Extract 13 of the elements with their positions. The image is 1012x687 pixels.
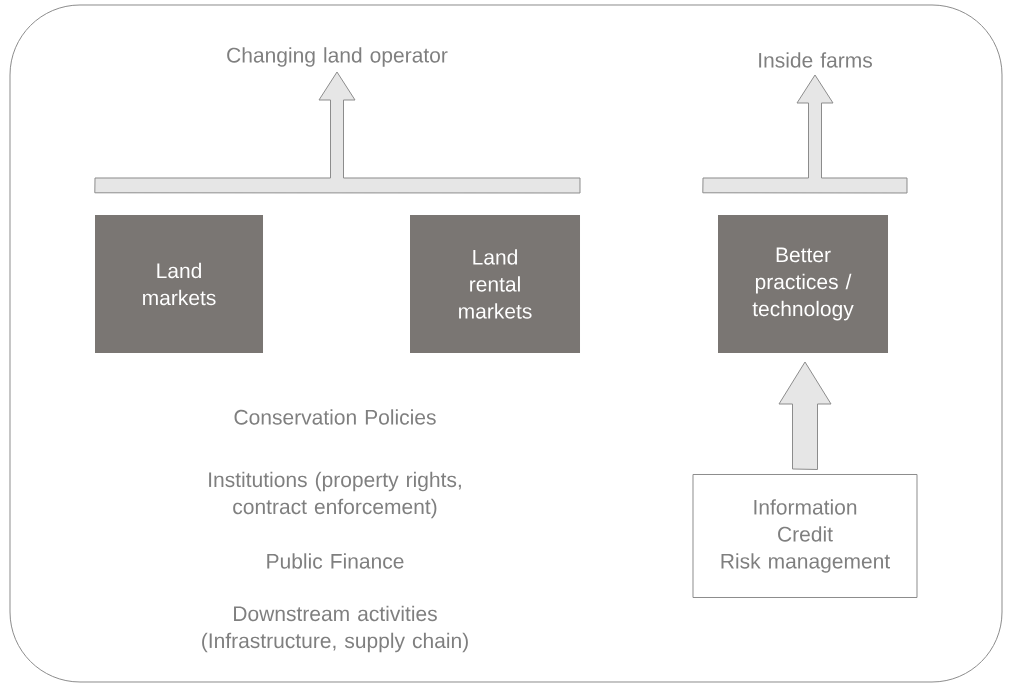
block-arrow <box>94 71 581 194</box>
process-box: Land markets <box>95 215 263 353</box>
outcome-label: Changing land operator <box>227 47 448 67</box>
block-arrow <box>702 74 908 194</box>
factor-box: Information Credit Risk management <box>692 474 918 598</box>
process-box: Land rental markets <box>410 215 580 353</box>
policy-text: Downstream activities (Infrastructure, supply chain) <box>202 605 468 653</box>
process-box: Better practices / technology <box>718 215 888 353</box>
policy-text: Institutions (property rights, contract enforcement) <box>209 471 461 519</box>
policy-text: Public Finance <box>267 553 404 569</box>
outcome-label: Inside farms <box>759 52 872 68</box>
policy-text: Conservation Policies <box>234 409 436 425</box>
block-arrow <box>778 361 832 470</box>
